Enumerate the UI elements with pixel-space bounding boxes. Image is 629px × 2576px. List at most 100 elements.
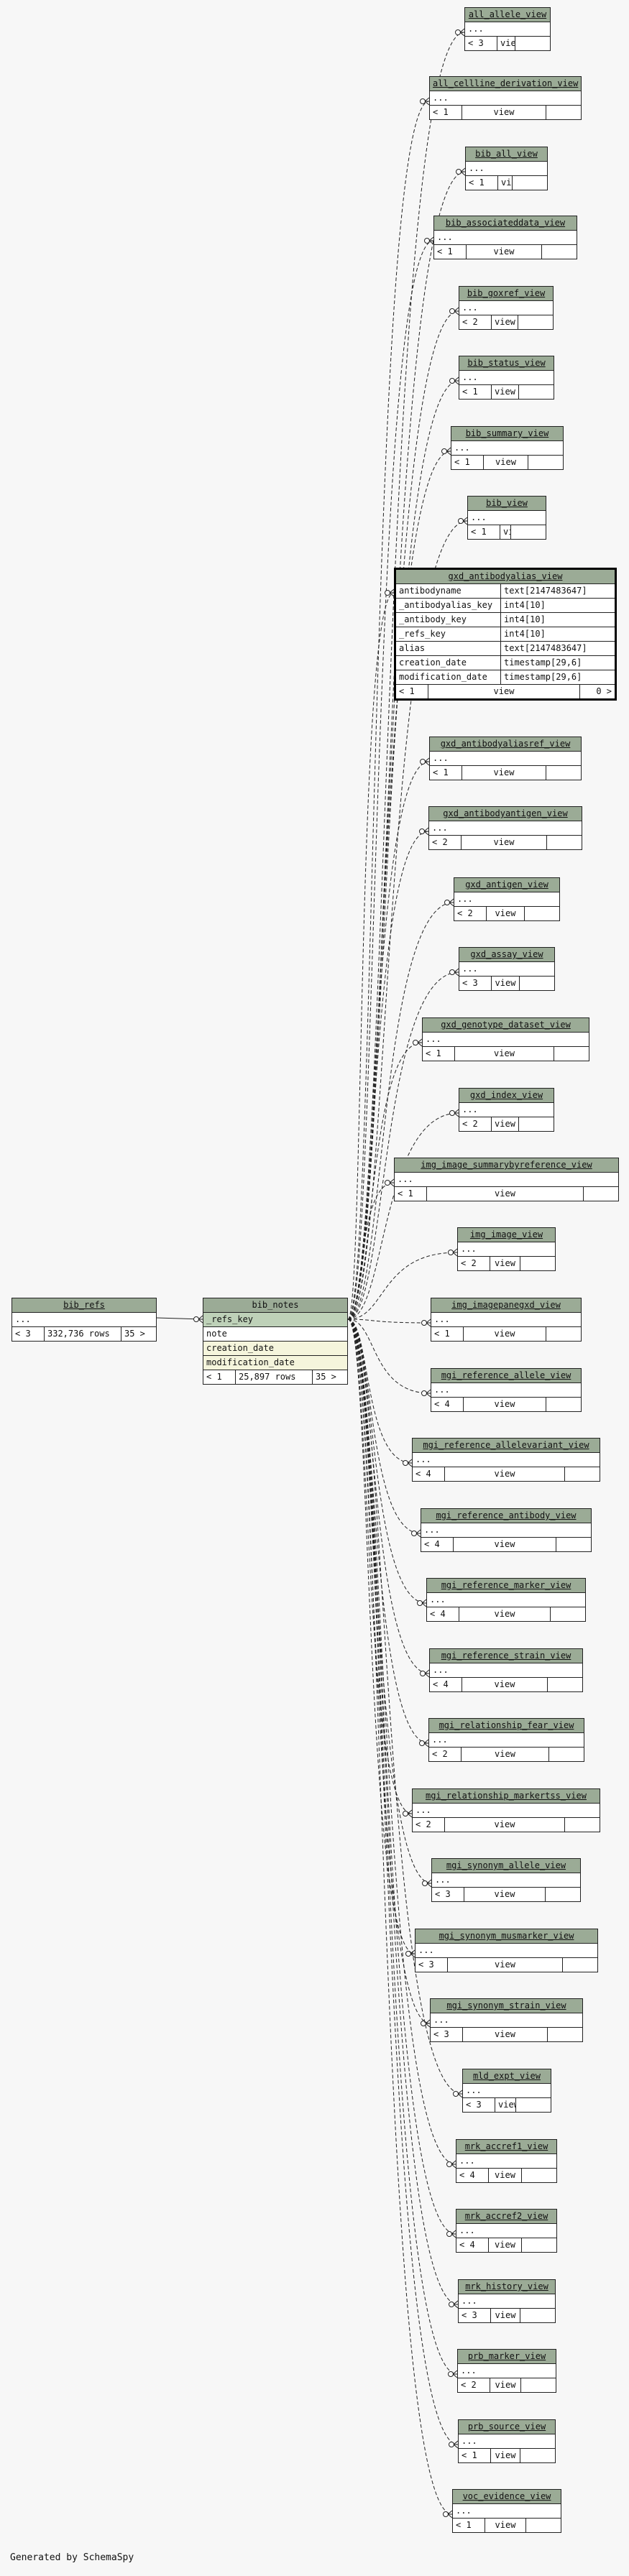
view-table-title[interactable]: gxd_antigen_view — [454, 878, 559, 892]
view-children-link[interactable]: < 3 — [435, 1889, 451, 1899]
detail-column-name: creation_date — [399, 657, 467, 668]
view-children-link[interactable]: < 2 — [432, 1749, 448, 1759]
view-children-link[interactable]: < 2 — [462, 317, 478, 327]
view-table-title[interactable]: bib_all_view — [466, 147, 547, 162]
view-kind-label: view — [462, 2028, 547, 2041]
view-table-title[interactable]: mgi_synonym_musmarker_view — [415, 1929, 597, 1944]
detail-view-title[interactable]: gxd_antibodyalias_view — [396, 570, 615, 584]
view-children-link[interactable]: < 4 — [415, 1469, 431, 1479]
view-table-title[interactable]: all_cellline_derivation_view — [430, 77, 581, 91]
view-spacer-cell — [515, 2098, 551, 2112]
view-children-link[interactable]: < 1 — [462, 2450, 477, 2460]
view-children-link[interactable]: < 3 — [466, 2100, 482, 2110]
view-children-link[interactable]: < 2 — [461, 2380, 477, 2390]
view-children-link[interactable]: < 2 — [432, 837, 448, 847]
view-children-link[interactable]: < 1 — [398, 1188, 413, 1199]
view-children-link[interactable]: < 3 — [468, 38, 484, 48]
view-table-title[interactable]: prb_marker_view — [458, 2350, 556, 2364]
view-children-link[interactable]: < 1 — [433, 107, 449, 117]
view-children-link[interactable]: < 1 — [454, 457, 470, 467]
parent-table-footer: < 3 332,736 rows 35 > — [12, 1327, 156, 1341]
center-column-note: note — [206, 1329, 227, 1339]
view-children-link[interactable]: < 3 — [462, 978, 478, 988]
view-children-link[interactable]: < 1 — [469, 177, 485, 188]
view-table-title[interactable]: mld_expt_view — [463, 2069, 551, 2084]
center-parents-link[interactable]: 35 > — [312, 1370, 347, 1384]
view-table-title[interactable]: bib_view — [468, 497, 546, 511]
view-table-body: ... — [462, 303, 478, 313]
view-children-link[interactable]: < 2 — [457, 908, 473, 918]
view-children-link[interactable]: < 4 — [459, 2170, 475, 2180]
view-table-body: ... — [430, 1594, 446, 1605]
view-table-title[interactable]: bib_summary_view — [451, 427, 563, 441]
detail-column-name: alias — [399, 643, 426, 653]
view-children-link[interactable]: < 3 — [462, 2310, 477, 2320]
view-children-link[interactable]: < 4 — [434, 1399, 450, 1409]
view-children-link[interactable]: < 1 — [433, 767, 449, 777]
view-table-title[interactable]: gxd_antibodyantigen_view — [429, 807, 582, 821]
view-children-link[interactable]: < 4 — [424, 1539, 440, 1549]
parent-children-link[interactable]: < 3 — [15, 1329, 31, 1339]
parent-table-title[interactable]: bib_refs — [12, 1298, 156, 1313]
view-table-title[interactable]: voc_evidence_view — [453, 2490, 561, 2504]
implied-link-line — [347, 101, 430, 1320]
detail-column-name: _antibody_key — [399, 614, 467, 624]
view-table-title[interactable]: mrk_history_view — [459, 2280, 555, 2294]
view-table-title[interactable]: mgi_synonym_allele_view — [432, 1859, 580, 1873]
view-table-title[interactable]: prb_source_view — [459, 2420, 555, 2434]
view-table-title[interactable]: gxd_genotype_dataset_view — [423, 1018, 589, 1033]
view-children-link[interactable]: < 2 — [462, 1119, 478, 1129]
implied-link-line — [347, 1182, 395, 1320]
view-table-title[interactable]: mgi_reference_marker_view — [427, 1579, 585, 1593]
view-children-link[interactable]: < 4 — [459, 2240, 475, 2250]
view-table-title[interactable]: bib_associateddata_view — [434, 216, 577, 231]
view-table-title[interactable]: mrk_accref1_view — [456, 2140, 556, 2154]
view-table-title[interactable]: img_image_summarybyreference_view — [395, 1158, 618, 1173]
implied-link-line — [347, 1319, 463, 2095]
view-table-title[interactable]: mgi_synonym_strain_view — [431, 1999, 582, 2013]
view-children-link[interactable]: < 2 — [461, 1258, 477, 1268]
view-children-link[interactable]: < 1 — [456, 2520, 472, 2530]
view-children-link[interactable]: < 1 — [471, 527, 487, 537]
view-table-title[interactable]: img_imagepanegxd_view — [431, 1298, 581, 1313]
view-table-body: ... — [466, 2085, 482, 2095]
center-children-link[interactable]: < 1 — [206, 1372, 222, 1382]
parent-parents-link[interactable]: 35 > — [121, 1327, 156, 1341]
view-table-title[interactable]: bib_goxref_view — [459, 287, 553, 301]
crows-foot-marker — [449, 968, 459, 977]
view-table-title[interactable]: all_allele_view — [465, 8, 550, 22]
view-spacer-cell — [519, 977, 554, 990]
detail-parents-link[interactable]: 0 > — [579, 685, 615, 698]
view-table-title[interactable]: gxd_index_view — [459, 1089, 554, 1103]
view-children-link[interactable]: < 1 — [462, 387, 478, 397]
view-children-link[interactable]: < 3 — [433, 2029, 449, 2039]
detail-children-link[interactable]: < 1 — [399, 686, 415, 696]
view-children-link[interactable]: < 1 — [437, 246, 453, 257]
view-table-title[interactable]: mgi_relationship_markertss_view — [413, 1789, 600, 1804]
view-table-title[interactable]: mrk_accref2_view — [456, 2210, 556, 2224]
view-table-title[interactable]: gxd_antibodyaliasref_view — [430, 737, 581, 752]
view-children-link[interactable]: < 3 — [418, 1959, 434, 1970]
view-table-title[interactable]: mgi_reference_allelevariant_view — [413, 1439, 600, 1453]
view-table-title[interactable]: mgi_reference_allele_view — [431, 1369, 581, 1383]
view-table-title[interactable]: bib_status_view — [459, 356, 554, 371]
view-table-title[interactable]: mgi_reference_strain_view — [430, 1649, 582, 1663]
view-table-title[interactable]: gxd_assay_view — [459, 948, 554, 962]
view-kind-label: view — [486, 907, 524, 920]
view-table-title[interactable]: mgi_relationship_fear_view — [429, 1719, 584, 1733]
view-children-link[interactable]: < 4 — [433, 1679, 449, 1689]
view-children-link[interactable]: < 4 — [430, 1609, 446, 1619]
view-table-title[interactable]: mgi_reference_antibody_view — [421, 1509, 591, 1523]
view-children-link[interactable]: < 1 — [426, 1048, 441, 1058]
view-table-title[interactable]: img_image_view — [458, 1228, 555, 1242]
view-children-link[interactable]: < 1 — [434, 1329, 450, 1339]
view-children-link[interactable]: < 2 — [415, 1819, 431, 1829]
